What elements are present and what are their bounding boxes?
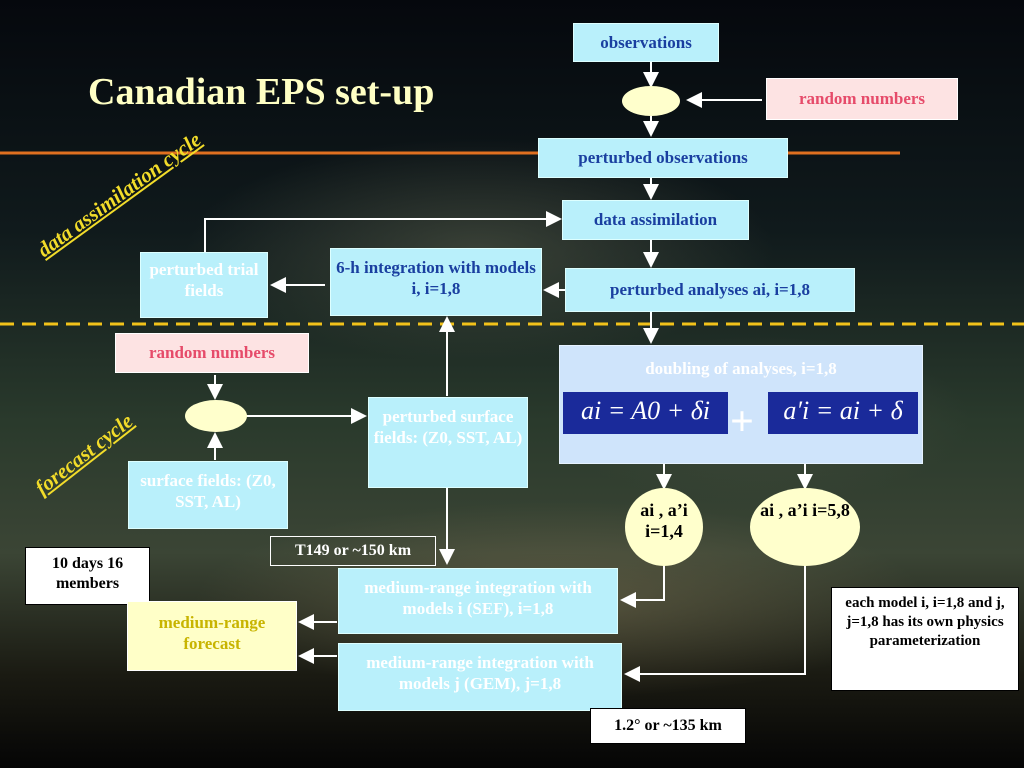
days-members-box: 10 days 16 members bbox=[25, 547, 150, 605]
formula-right: a′i = ai + δ bbox=[768, 392, 918, 434]
perturbed-surface-fields-box: perturbed surface fields: (Z0, SST, AL) bbox=[368, 397, 528, 488]
perturbed-analyses-box: perturbed analyses ai, i=1,8 bbox=[565, 268, 855, 312]
perturbation-node-mid bbox=[185, 400, 247, 432]
data-assimilation-box: data assimilation bbox=[562, 200, 749, 240]
observations-box: observations bbox=[573, 23, 719, 62]
formula-left: ai = A0 + δi bbox=[563, 392, 728, 434]
slide-title: Canadian EPS set-up bbox=[88, 71, 435, 113]
doubling-title: doubling of analyses, i=1,8 bbox=[645, 359, 837, 378]
medium-range-gem-box: medium-range integration with models j (… bbox=[338, 643, 622, 711]
surface-fields-box: surface fields: (Z0, SST, AL) bbox=[128, 461, 288, 529]
medium-range-sef-box: medium-range integration with models i (… bbox=[338, 568, 618, 634]
medium-range-forecast-box: medium-range forecast bbox=[127, 601, 297, 671]
t149-resolution-box: T149 or ~150 km bbox=[270, 536, 436, 566]
random-numbers-top-box: random numbers bbox=[766, 78, 958, 120]
physics-note-box: each model i, i=1,8 and j, j=1,8 has its… bbox=[831, 587, 1019, 691]
perturbed-trial-fields-box: perturbed trial fields bbox=[140, 252, 268, 318]
plus-sign: + bbox=[730, 399, 754, 445]
random-numbers-mid-box: random numbers bbox=[115, 333, 309, 373]
integration-6h-box: 6-h integration with models i, i=1,8 bbox=[330, 248, 542, 316]
ellipse-members-5-8: ai , a’i i=5,8 bbox=[750, 488, 860, 566]
perturbed-observations-box: perturbed observations bbox=[538, 138, 788, 178]
gem-resolution-box: 1.2° or ~135 km bbox=[590, 708, 746, 744]
perturbation-node-top bbox=[622, 86, 680, 116]
ellipse-members-1-4: ai , a’i i=1,4 bbox=[625, 488, 703, 566]
